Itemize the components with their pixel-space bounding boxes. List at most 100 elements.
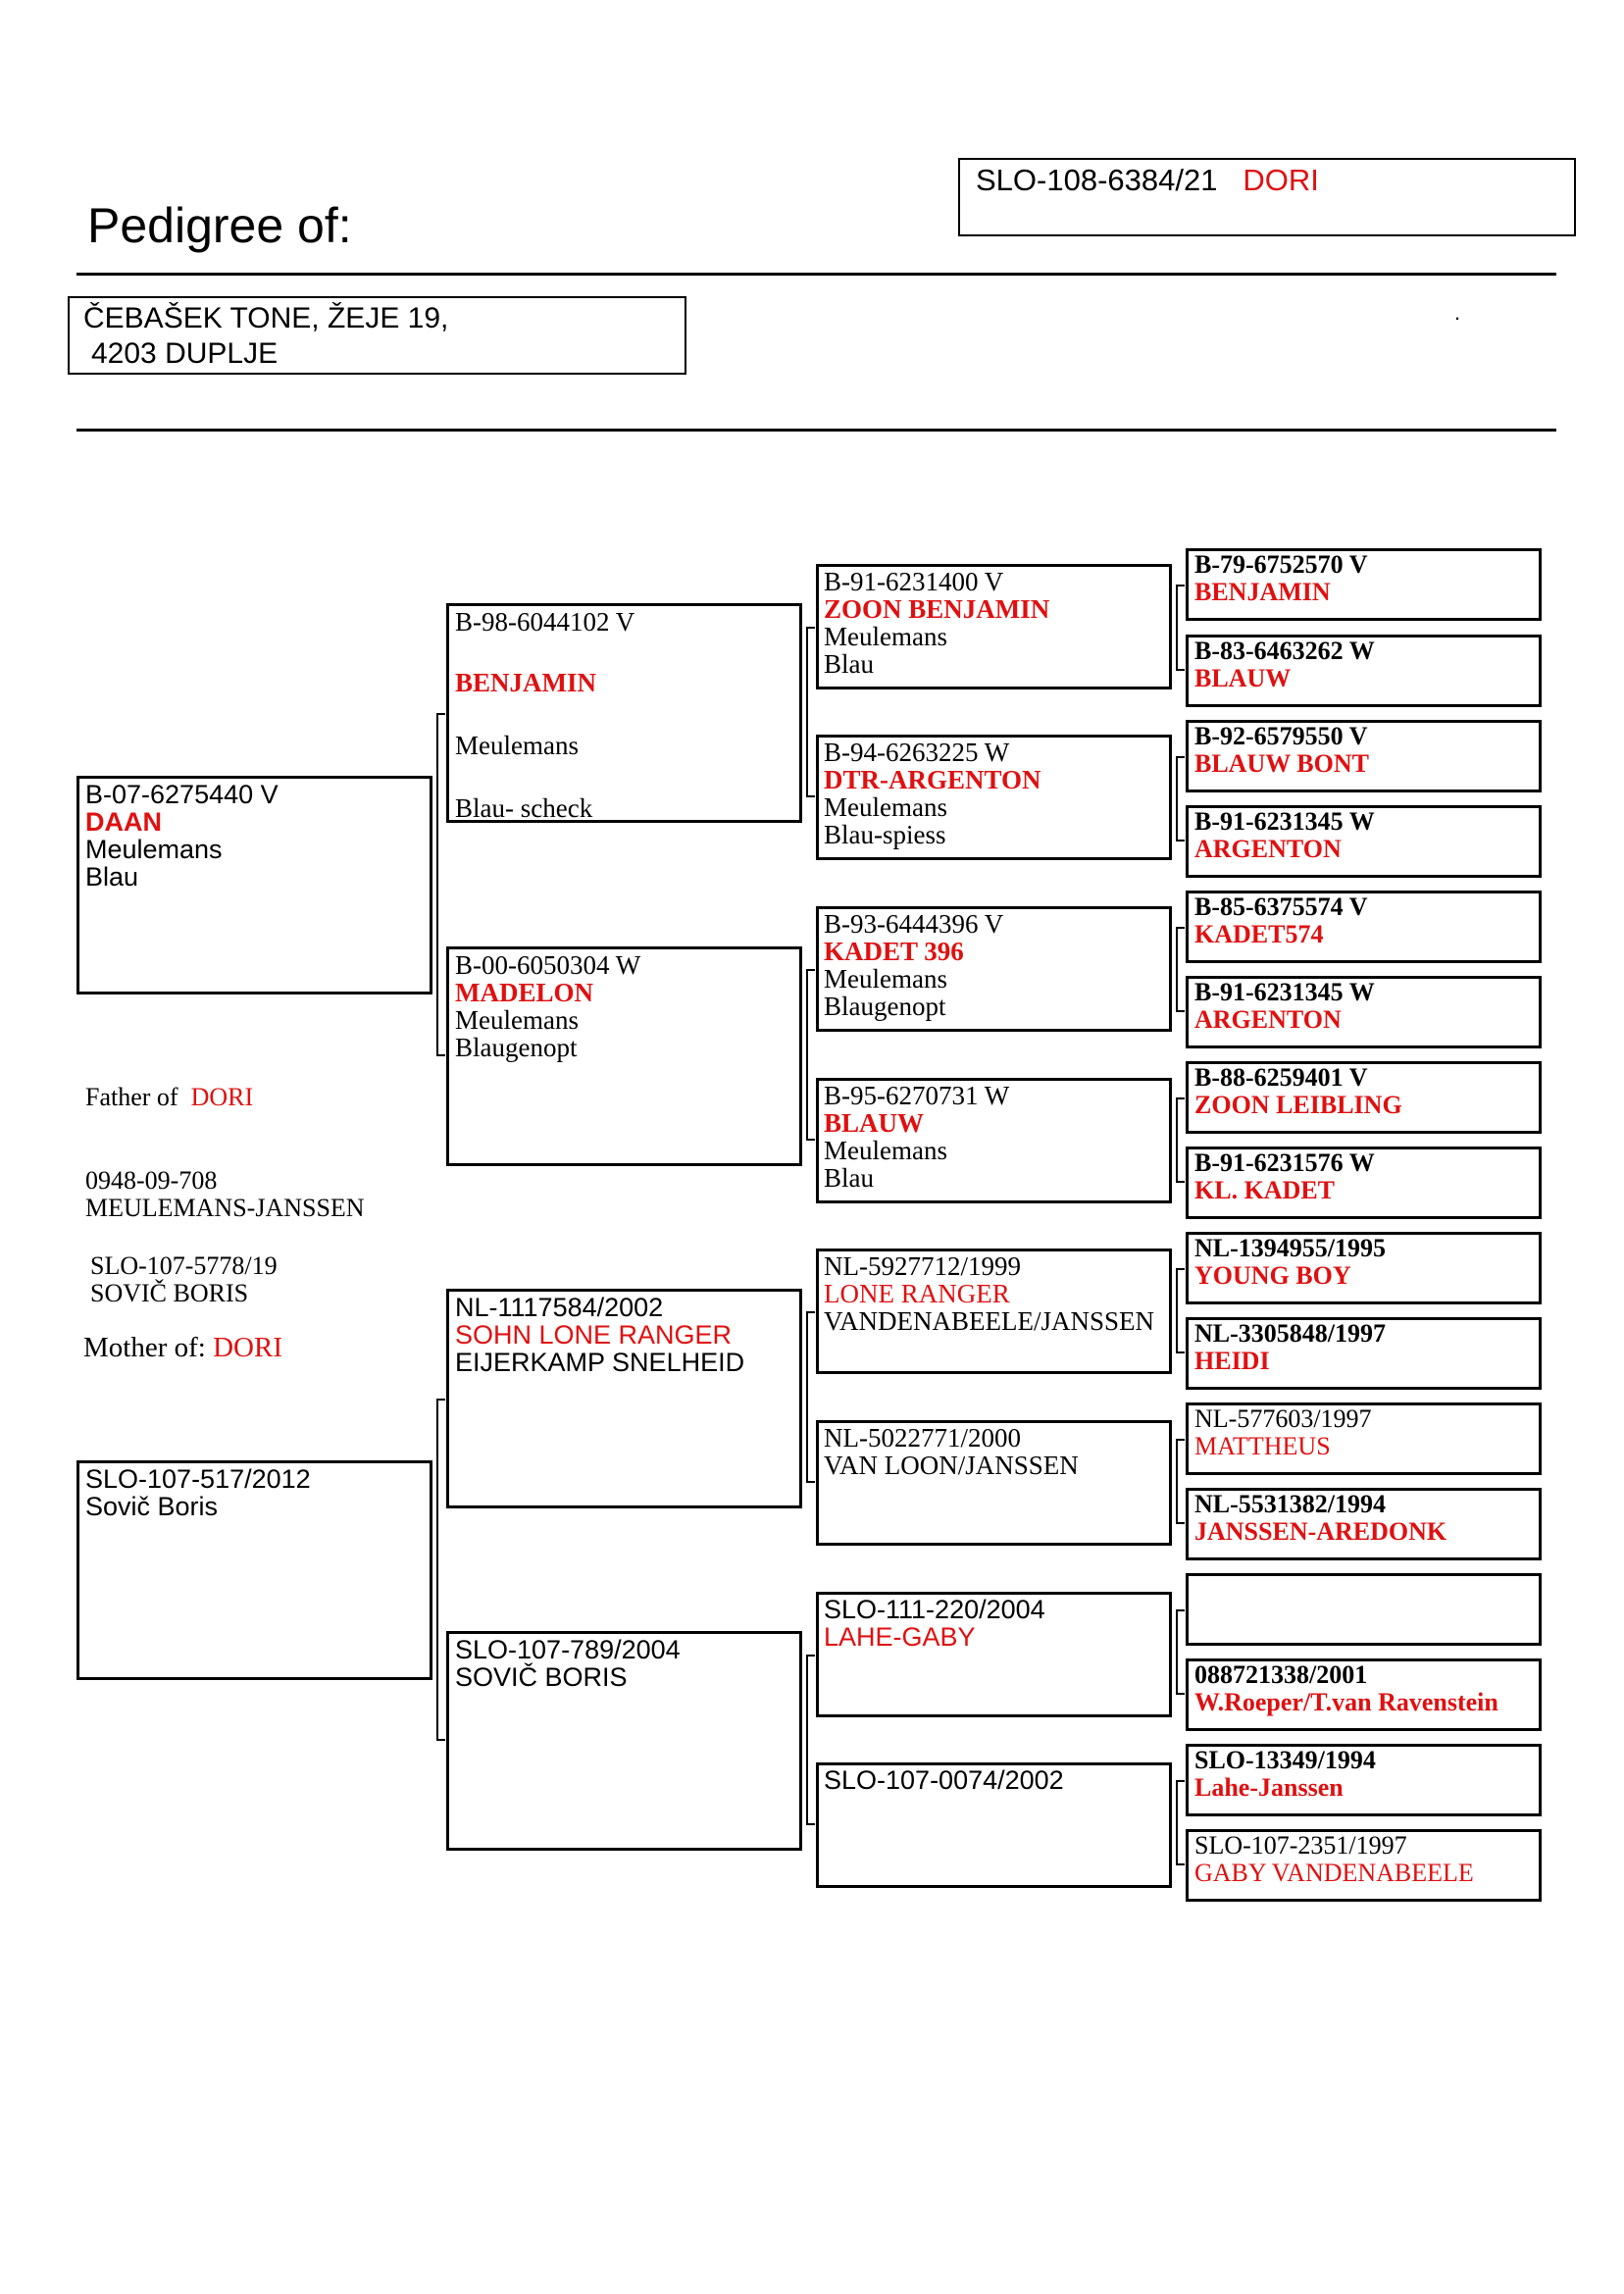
pigeon-name: DORI	[1243, 163, 1319, 197]
gen3-2-breeder: Meulemans	[824, 792, 947, 822]
gen4-11-ring: NL-577603/1997	[1194, 1404, 1372, 1433]
gen2-2-breeder: Meulemans	[455, 1005, 579, 1035]
gen4-3-ring: B-92-6579550 V	[1194, 722, 1368, 750]
gen4-box-4: B-91-6231345 W ARGENTON	[1186, 805, 1542, 878]
sire-color: Blau	[85, 862, 139, 892]
gen3-3-color: Blaugenopt	[824, 992, 946, 1021]
gen3-box-4: B-95-6270731 W BLAUW Meulemans Blau	[816, 1078, 1172, 1203]
gen4-16-name: GABY VANDENABEELE	[1194, 1859, 1474, 1887]
gen3-6-breeder: VAN LOON/JANSSEN	[824, 1451, 1079, 1480]
gen2-1-color: Blau- scheck	[455, 793, 593, 823]
father-label: Father of	[85, 1083, 178, 1111]
gen4-9-name: YOUNG BOY	[1194, 1261, 1351, 1290]
connector-gen2-2	[806, 969, 815, 1141]
second-ring-details: SLO-107-5778/19 SOVIČ BORIS	[90, 1252, 278, 1307]
connector-gen2-1	[806, 627, 815, 797]
gen3-box-8: SLO-107-0074/2002	[816, 1762, 1172, 1888]
gen4-7-name: ZOON LEIBLING	[1194, 1091, 1402, 1119]
owner-2: SOVIČ BORIS	[90, 1279, 249, 1307]
gen4-box-7: B-88-6259401 V ZOON LEIBLING	[1186, 1061, 1542, 1134]
sire-ring: B-07-6275440 V	[85, 780, 279, 809]
gen4-15-name: Lahe-Janssen	[1194, 1773, 1344, 1802]
gen4-10-ring: NL-3305848/1997	[1194, 1319, 1386, 1348]
gen4-15-ring: SLO-13349/1994	[1194, 1746, 1376, 1774]
gen4-box-10: NL-3305848/1997 HEIDI	[1186, 1317, 1542, 1390]
gen3-box-1: B-91-6231400 V ZOON BENJAMIN Meulemans B…	[816, 564, 1172, 689]
connector-gen2-4	[806, 1655, 815, 1825]
gen4-8-ring: B-91-6231576 W	[1194, 1148, 1375, 1177]
bottom-divider	[76, 429, 1556, 432]
father-of-name: DORI	[190, 1083, 254, 1111]
father-details: 0948-09-708 MEULEMANS-JANSSEN	[85, 1167, 365, 1222]
gen4-box-13	[1186, 1573, 1542, 1646]
gen4-12-name: JANSSEN-AREDONK	[1194, 1517, 1447, 1546]
connector-sire	[436, 713, 445, 1056]
gen4-16-ring: SLO-107-2351/1997	[1194, 1831, 1407, 1860]
gen2-3-breeder: EIJERKAMP SNELHEID	[455, 1348, 745, 1377]
gen4-7-ring: B-88-6259401 V	[1194, 1063, 1368, 1092]
gen4-8-name: KL. KADET	[1194, 1176, 1336, 1204]
gen2-box-4: SLO-107-789/2004 SOVIČ BORIS	[446, 1631, 802, 1851]
top-divider	[76, 273, 1556, 276]
gen3-2-color: Blau-spiess	[824, 820, 946, 849]
gen2-2-ring: B-00-6050304 W	[455, 950, 641, 980]
gen3-3-name: KADET 396	[824, 937, 964, 966]
gen4-box-1: B-79-6752570 V BENJAMIN	[1186, 548, 1542, 621]
gen3-4-ring: B-95-6270731 W	[824, 1081, 1010, 1110]
gen2-2-color: Blaugenopt	[455, 1033, 578, 1062]
gen3-1-ring: B-91-6231400 V	[824, 567, 1004, 596]
gen2-4-ring: SLO-107-789/2004	[455, 1635, 681, 1664]
stray-dot: .	[1454, 300, 1461, 325]
gen4-9-ring: NL-1394955/1995	[1194, 1234, 1386, 1262]
gen3-box-7: SLO-111-220/2004 LAHE-GABY	[816, 1592, 1172, 1717]
gen3-4-color: Blau	[824, 1163, 874, 1193]
dam-owner: Sovič Boris	[85, 1492, 219, 1521]
gen4-box-2: B-83-6463262 W BLAUW	[1186, 635, 1542, 707]
gen4-3-name: BLAUW BONT	[1194, 749, 1369, 778]
gen2-2-name: MADELON	[455, 978, 593, 1007]
connector-gen3-5	[1176, 1268, 1185, 1353]
connector-gen3-6	[1176, 1439, 1185, 1524]
gen4-box-11: NL-577603/1997 MATTHEUS	[1186, 1402, 1542, 1475]
gen3-6-ring: NL-5022771/2000	[824, 1423, 1021, 1453]
gen4-11-name: MATTHEUS	[1194, 1432, 1331, 1460]
gen4-2-ring: B-83-6463262 W	[1194, 637, 1375, 665]
gen4-box-6: B-91-6231345 W ARGENTON	[1186, 976, 1542, 1048]
gen3-1-name: ZOON BENJAMIN	[824, 594, 1050, 624]
gen3-box-3: B-93-6444396 V KADET 396 Meulemans Blaug…	[816, 906, 1172, 1032]
mother-of-name: DORI	[213, 1332, 282, 1363]
connector-gen2-3	[806, 1311, 815, 1483]
connector-gen3-1	[1176, 585, 1185, 671]
owner-box: ČEBAŠEK TONE, ŽEJE 19, 4203 DUPLJE	[68, 296, 686, 375]
gen2-box-3: NL-1117584/2002 SOHN LONE RANGER EIJERKA…	[446, 1289, 802, 1508]
gen3-1-color: Blau	[824, 649, 874, 679]
connector-dam	[436, 1399, 445, 1741]
gen4-4-name: ARGENTON	[1194, 835, 1342, 863]
dam-box: SLO-107-517/2012 Sovič Boris	[76, 1460, 432, 1680]
gen3-3-ring: B-93-6444396 V	[824, 909, 1004, 939]
dam-ring: SLO-107-517/2012	[85, 1464, 311, 1494]
owner-line-1: ČEBAŠEK TONE, ŽEJE 19,	[83, 302, 449, 334]
gen4-6-name: ARGENTON	[1194, 1005, 1342, 1034]
gen4-14-ring: 088721338/2001	[1194, 1660, 1368, 1689]
sire-box: B-07-6275440 V DAAN Meulemans Blau	[76, 776, 432, 994]
owner-line-2: 4203 DUPLJE	[91, 337, 279, 370]
gen3-7-ring: SLO-111-220/2004	[824, 1595, 1045, 1624]
ring-2: SLO-107-5778/19	[90, 1251, 278, 1280]
gen4-box-16: SLO-107-2351/1997 GABY VANDENABEELE	[1186, 1829, 1542, 1902]
connector-gen3-4	[1176, 1097, 1185, 1183]
gen4-5-ring: B-85-6375574 V	[1194, 892, 1368, 921]
gen3-box-5: NL-5927712/1999 LONE RANGER VANDENABEELE…	[816, 1249, 1172, 1374]
connector-gen3-7	[1176, 1609, 1185, 1695]
gen2-3-name: SOHN LONE RANGER	[455, 1320, 733, 1350]
gen3-5-breeder: VANDENABEELE/JANSSEN	[824, 1306, 1155, 1336]
gen3-4-breeder: Meulemans	[824, 1136, 947, 1165]
gen2-3-ring: NL-1117584/2002	[455, 1293, 664, 1322]
gen4-box-5: B-85-6375574 V KADET574	[1186, 891, 1542, 963]
connector-gen3-3	[1176, 927, 1185, 1012]
gen4-box-8: B-91-6231576 W KL. KADET	[1186, 1147, 1542, 1219]
gen4-5-name: KADET574	[1194, 920, 1324, 948]
sire-breeder: Meulemans	[85, 835, 223, 864]
gen4-box-15: SLO-13349/1994 Lahe-Janssen	[1186, 1744, 1542, 1816]
